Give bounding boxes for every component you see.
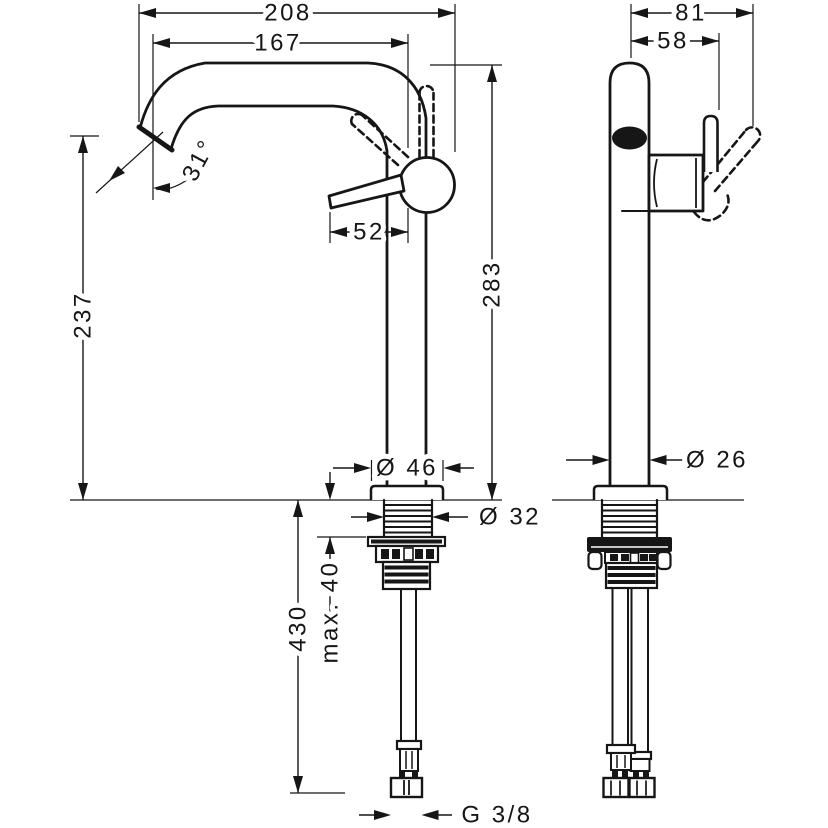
aerator [612,126,647,150]
dim-spout-angle-label: 31° [177,134,221,185]
dim-hose-length: 430 [280,500,345,794]
dim-hose-length-label: 430 [285,604,312,652]
dimensions-side: 208 167 31° 52 [65,0,544,828]
handle-lever-solid [327,173,406,210]
dim-base-plate-diameter: Ø 46 [333,450,474,487]
dim-spout-reach: 167 [152,25,409,200]
dim-handle-reach-label: 81 [675,0,707,27]
handle-lever-dashed-up [418,84,435,159]
dim-outlet-height-label: 237 [70,291,97,339]
dim-column-diameter: Ø 26 [566,442,751,479]
front-view [552,61,762,799]
dim-total-width: 208 [138,0,456,152]
dimensions-front: 81 58 Ø 26 [566,0,754,479]
dim-base-plate-diameter-label: Ø 46 [376,455,438,482]
side-view [70,61,502,799]
handle-pin [702,114,719,172]
handle-pivot-joint [398,156,456,214]
dim-total-width-label: 208 [264,0,312,27]
spout-outline [136,61,428,488]
dim-spout-reach-label: 167 [254,30,302,57]
dim-column-diameter-label: Ø 26 [686,447,748,474]
dim-total-height-label: 283 [479,260,506,308]
side-base [70,484,502,591]
dim-handle-length-label: 52 [353,219,385,246]
column-outline [608,61,651,488]
front-base [552,484,744,590]
dim-max-mounting-thickness: max. 40 [312,472,366,668]
dim-handle-pivot-offset-label: 58 [657,28,689,55]
dim-shank-diameter-label: Ø 32 [479,504,541,531]
dim-handle-reach: 81 [630,0,754,126]
dim-outlet-height: 237 [65,135,102,500]
dim-max-mounting-thickness-label: max. 40 [317,561,344,664]
handle-housing [647,153,705,213]
dim-shank-diameter: Ø 32 [351,499,544,536]
front-supply-hoses [602,587,656,799]
dim-total-height: 283 [430,64,511,500]
handle-dashed-rotated [692,126,762,222]
side-supply-hose [389,588,424,799]
handle-lever-dashed-diagonal [350,112,410,167]
dim-connection-thread-label: G 3/8 [461,802,532,828]
dim-handle-length: 52 [329,208,409,251]
dim-handle-pivot-offset: 58 [631,23,720,110]
dim-connection-thread: G 3/8 [359,797,535,828]
